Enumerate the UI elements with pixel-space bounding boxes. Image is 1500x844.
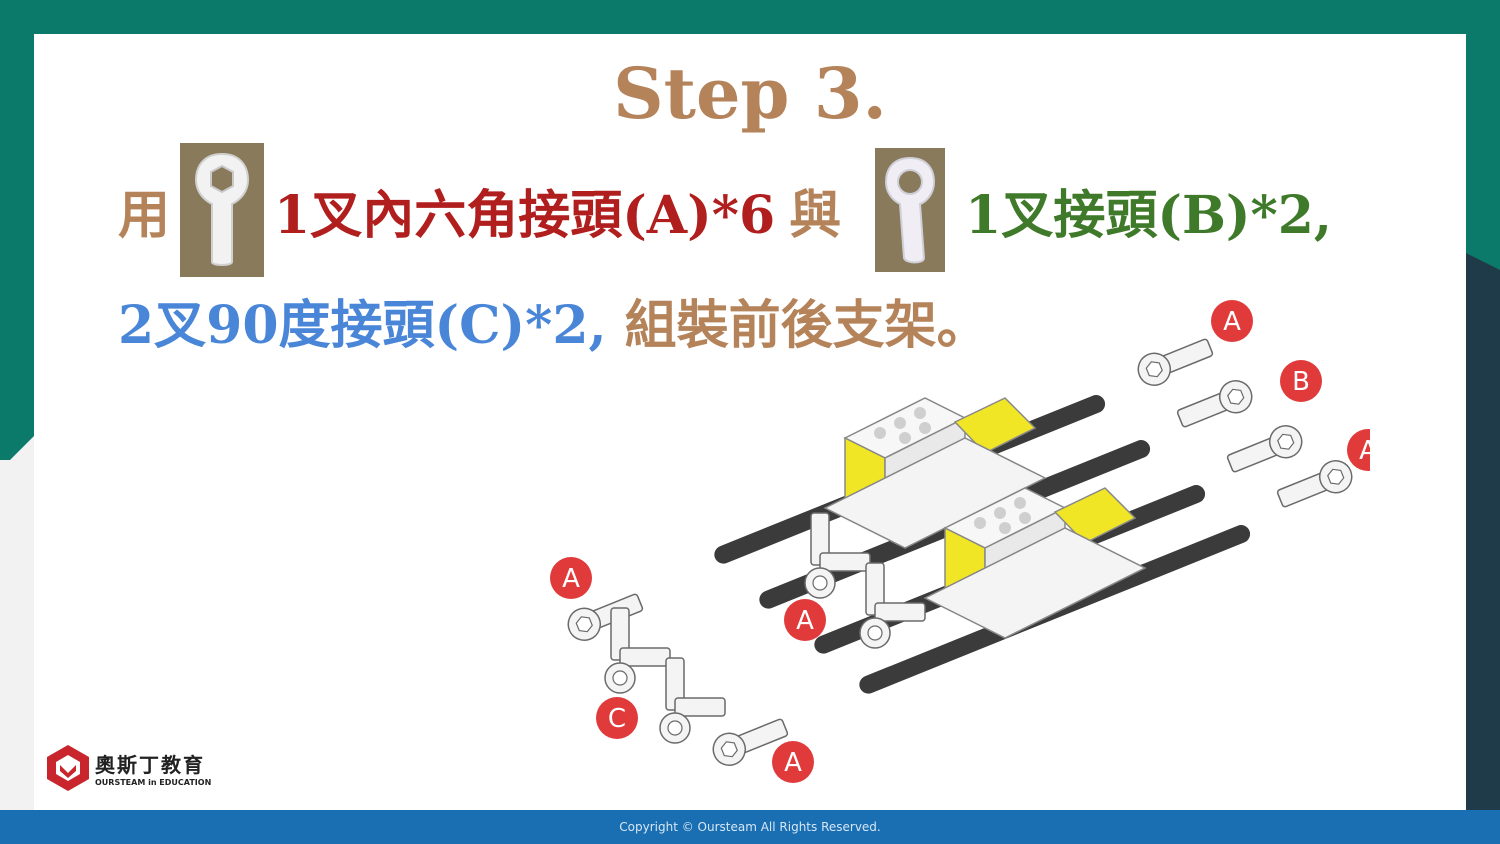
bg-shape-right: [1460, 270, 1500, 844]
logo-chinese-text: 奧斯丁教育: [95, 753, 205, 777]
label-badge-a-3: A: [550, 557, 592, 599]
bg-shape-right-corner: [1460, 250, 1500, 270]
hex-connector-photo: [180, 143, 265, 277]
text-assemble: 組裝前後支架。: [624, 294, 989, 356]
copyright-text: Copyright © Oursteam All Rights Reserved…: [619, 820, 881, 834]
part-b-text: 1叉接頭(B)*2,: [965, 184, 1332, 246]
oursteam-logo-icon: [47, 745, 89, 791]
bg-shape-left: [0, 460, 40, 844]
connector-a-top-1: [1132, 331, 1217, 391]
connector-a-top-3: [1273, 455, 1358, 515]
label-badge-b: B: [1280, 360, 1322, 402]
svg-text:A: A: [784, 748, 802, 778]
connector-a-mounted-2: [859, 562, 926, 649]
text-use: 用: [118, 184, 171, 246]
text-and: 與: [789, 184, 842, 246]
slide-card: [34, 34, 1466, 810]
single-connector-photo: [875, 148, 946, 272]
svg-text:A: A: [562, 564, 580, 594]
assembly-diagram: A B A A A C A: [550, 300, 1370, 783]
instruction-line-1: 用 1叉內六角接頭(A)*6 與 1叉接頭(B)*2,: [118, 140, 1332, 280]
hex-connector-icon: [195, 152, 250, 266]
bg-shape-left-corner: [0, 430, 40, 470]
label-badge-a-1: A: [1211, 300, 1253, 342]
label-badge-a-4: A: [784, 599, 826, 641]
label-badge-c: C: [596, 697, 638, 739]
svg-text:C: C: [608, 704, 626, 734]
label-badge-a-5: A: [772, 741, 814, 783]
svg-text:A: A: [1223, 307, 1241, 337]
part-c-text: 2叉90度接頭(C)*2,: [118, 294, 607, 356]
svg-text:A: A: [1359, 436, 1370, 466]
part-a-text: 1叉內六角接頭(A)*6: [274, 184, 776, 246]
connector-c-2: [659, 657, 726, 744]
connector-a-top-2: [1223, 420, 1308, 480]
svg-text:B: B: [1292, 367, 1310, 397]
connector-c-1: [604, 607, 671, 694]
brand-logo: 奧斯丁教育 OURSTEAM in EDUCATION: [45, 743, 211, 793]
logo-english-text: OURSTEAM in EDUCATION: [95, 778, 212, 787]
instruction-line-2: 2叉90度接頭(C)*2, 組裝前後支架。: [118, 280, 989, 360]
slide-title: Step 3.: [613, 52, 887, 135]
footer-bar: Copyright © Oursteam All Rights Reserved…: [0, 810, 1500, 844]
label-badge-a-2: A: [1347, 429, 1370, 471]
single-connector-icon: [885, 156, 936, 264]
svg-text:A: A: [796, 606, 814, 636]
connector-b-top: [1173, 375, 1258, 435]
